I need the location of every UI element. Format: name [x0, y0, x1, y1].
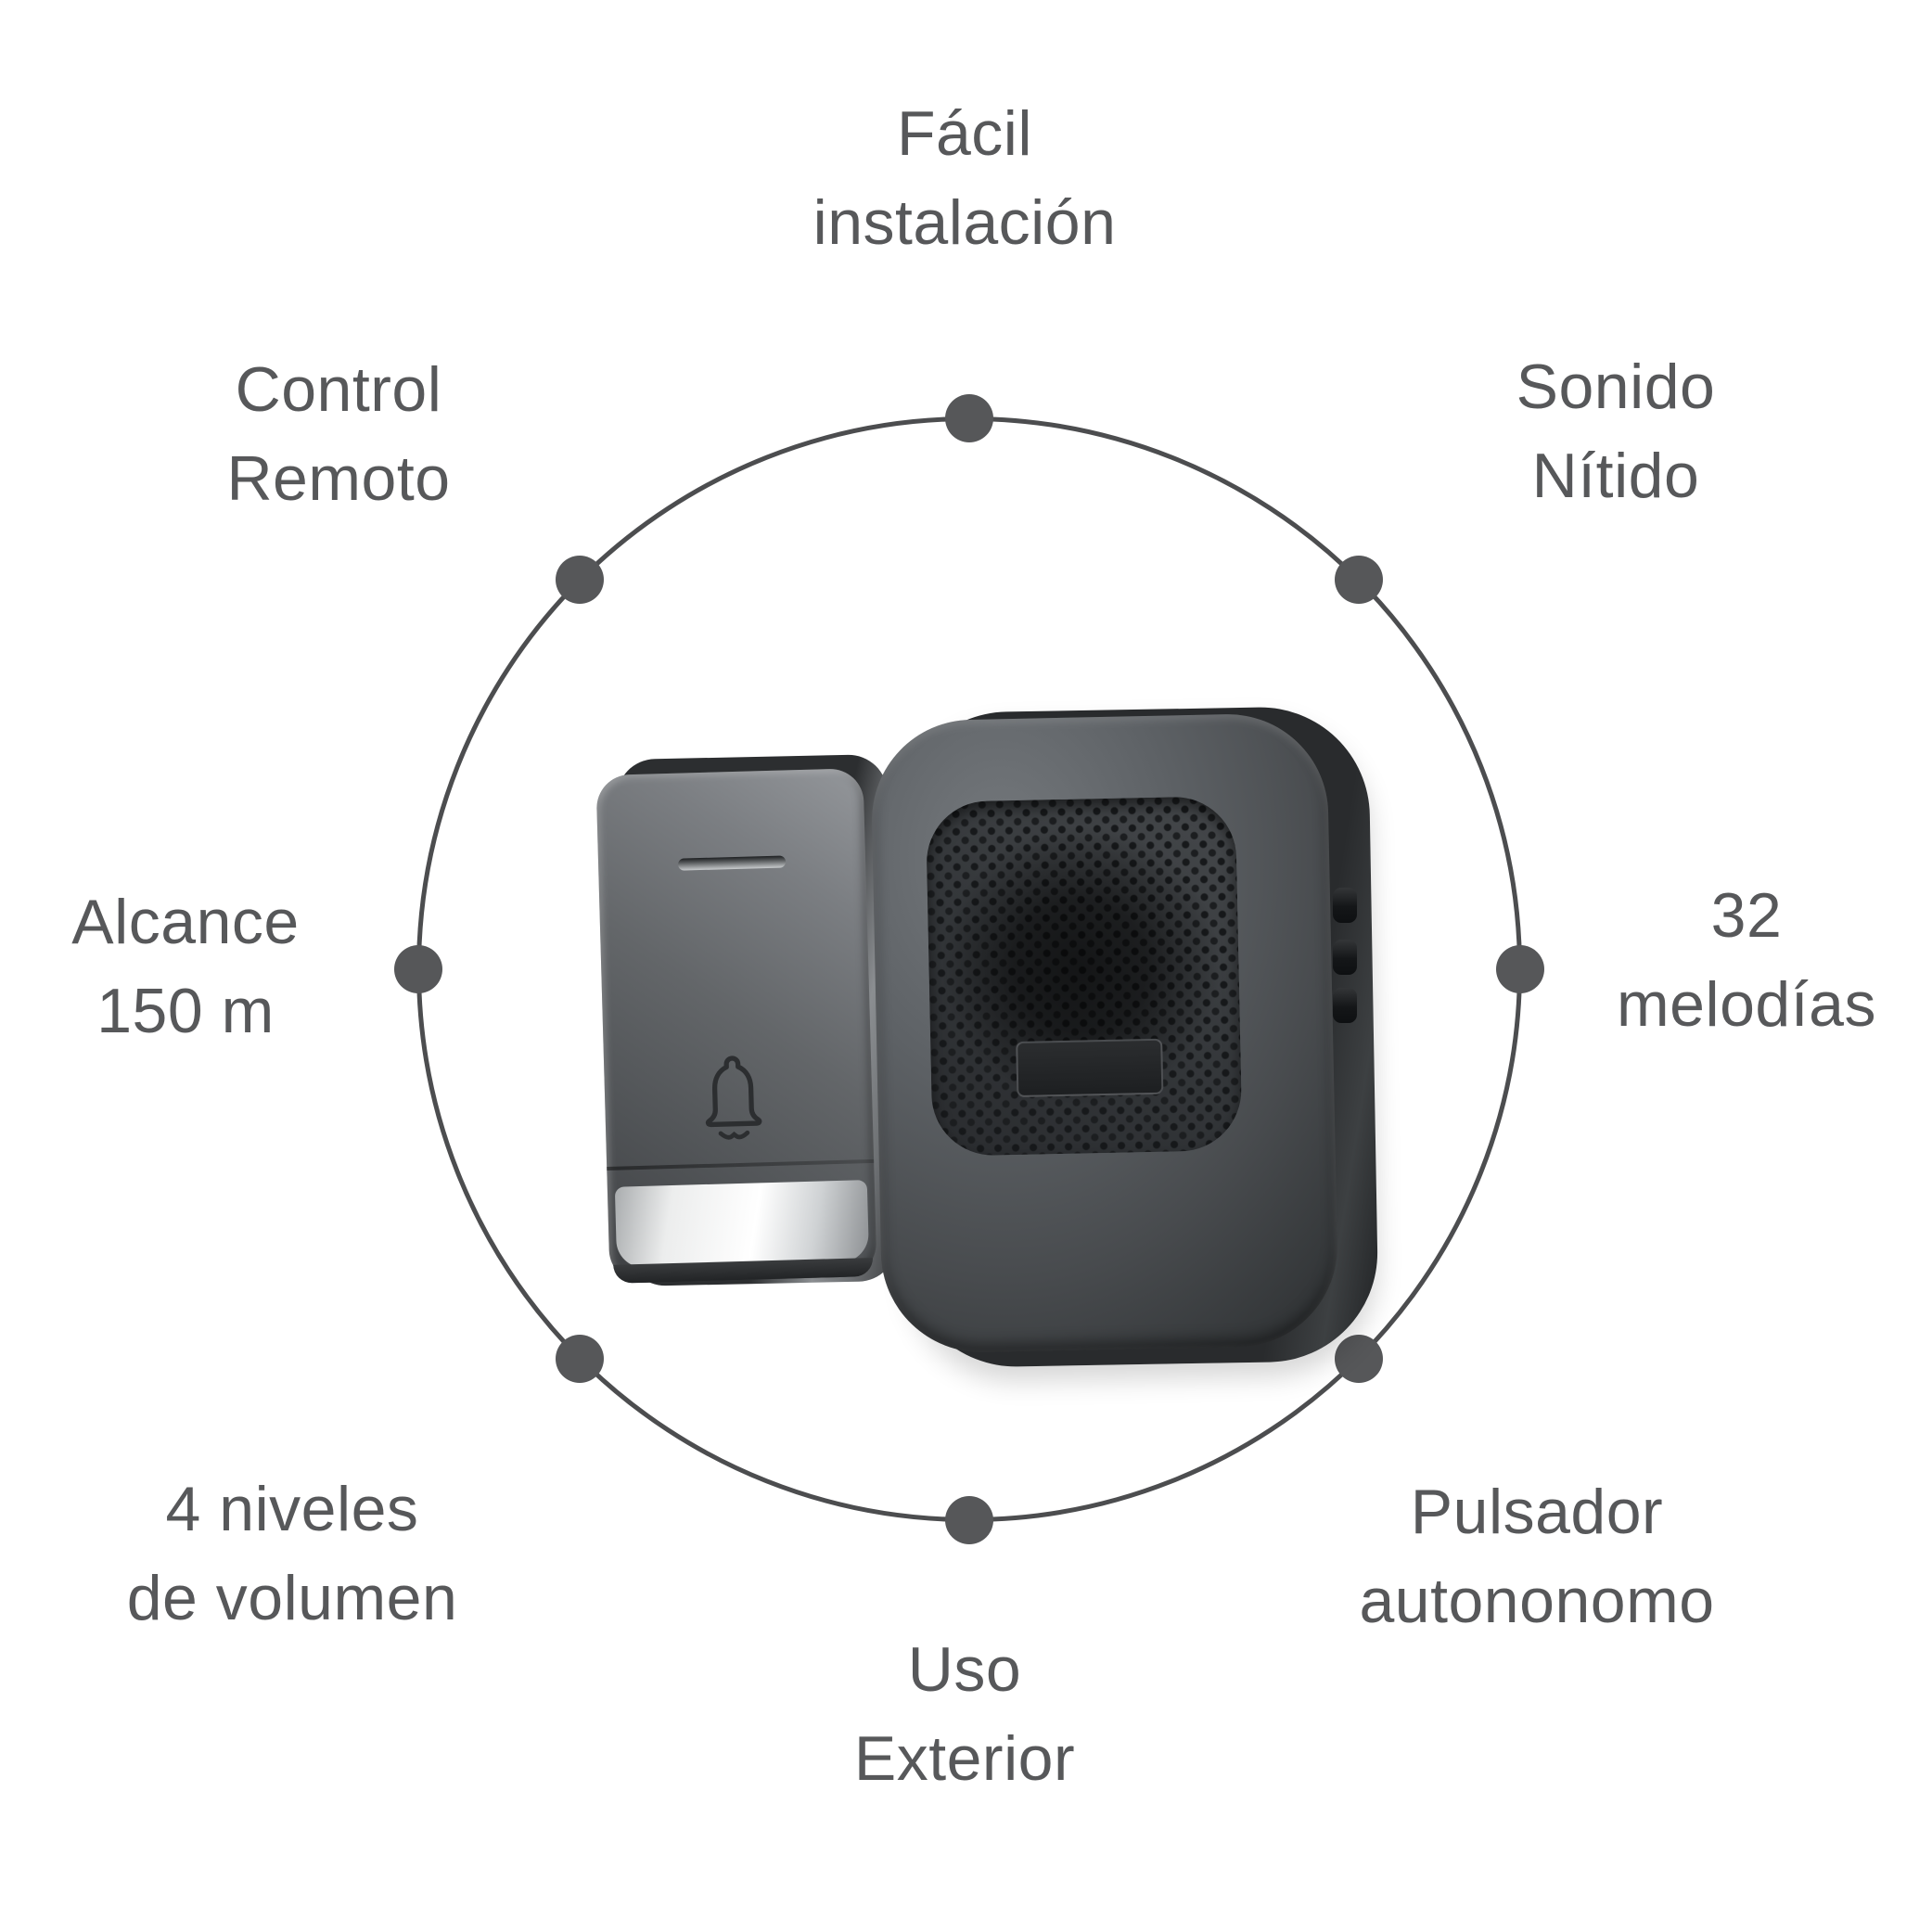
- feature-label-32-melodias: 32 melodías: [1617, 871, 1876, 1049]
- feature-line: Remoto: [226, 443, 451, 514]
- push-button-face: [595, 768, 877, 1284]
- circle-dot-bottom: [945, 1496, 993, 1544]
- receiver-label-plate: [1016, 1038, 1164, 1097]
- feature-label-pulsador-autonomo: Pulsador autononomo: [1359, 1467, 1714, 1645]
- feature-label-control-remoto: Control Remoto: [226, 345, 450, 523]
- feature-line: Fácil: [896, 98, 1033, 169]
- circle-dot-right: [1496, 945, 1544, 993]
- receiver-side-button-2: [1333, 940, 1357, 975]
- push-button-seam: [607, 1158, 875, 1171]
- feature-line: Uso: [907, 1634, 1022, 1705]
- circle-dot-bottom-right: [1335, 1335, 1383, 1383]
- circle-dot-top-right: [1335, 556, 1383, 604]
- circle-dot-top: [945, 394, 993, 442]
- receiver-front-bezel: [869, 711, 1340, 1355]
- feature-label-4-niveles-volumen: 4 niveles de volumen: [127, 1465, 458, 1643]
- feature-line: Pulsador: [1410, 1477, 1664, 1547]
- feature-line: Nítido: [1531, 441, 1700, 511]
- feature-label-sonido-nitido: Sonido Nítido: [1516, 342, 1716, 520]
- feature-line: autononomo: [1359, 1566, 1715, 1636]
- feature-line: instalación: [812, 187, 1117, 258]
- feature-line: melodías: [1617, 969, 1876, 1040]
- bell-icon: [687, 1049, 779, 1152]
- product-receiver-chime: [869, 705, 1380, 1370]
- circle-dot-bottom-left: [556, 1335, 604, 1383]
- led-indicator-slit: [677, 855, 787, 871]
- receiver-side-button-1: [1333, 888, 1357, 923]
- speaker-grille: [925, 795, 1243, 1157]
- feature-line: Exterior: [853, 1723, 1076, 1794]
- product-push-button: [594, 735, 900, 1300]
- feature-line: 150 m: [96, 976, 275, 1046]
- circle-dot-top-left: [556, 556, 604, 604]
- feature-line: Alcance: [71, 887, 300, 957]
- feature-line: 32: [1710, 880, 1783, 951]
- receiver-side-button-3: [1333, 988, 1357, 1023]
- circle-dot-left: [394, 945, 442, 993]
- feature-line: Sonido: [1516, 352, 1716, 422]
- feature-line: Control: [235, 354, 442, 425]
- push-button-silver-strip: [614, 1180, 870, 1269]
- feature-label-uso-exterior: Uso Exterior: [854, 1625, 1075, 1803]
- feature-label-alcance-150m: Alcance 150 m: [71, 877, 299, 1056]
- feature-label-facil-instalacion: Fácil instalación: [813, 89, 1117, 267]
- feature-line: de volumen: [126, 1563, 458, 1633]
- feature-line: 4 niveles: [165, 1474, 419, 1544]
